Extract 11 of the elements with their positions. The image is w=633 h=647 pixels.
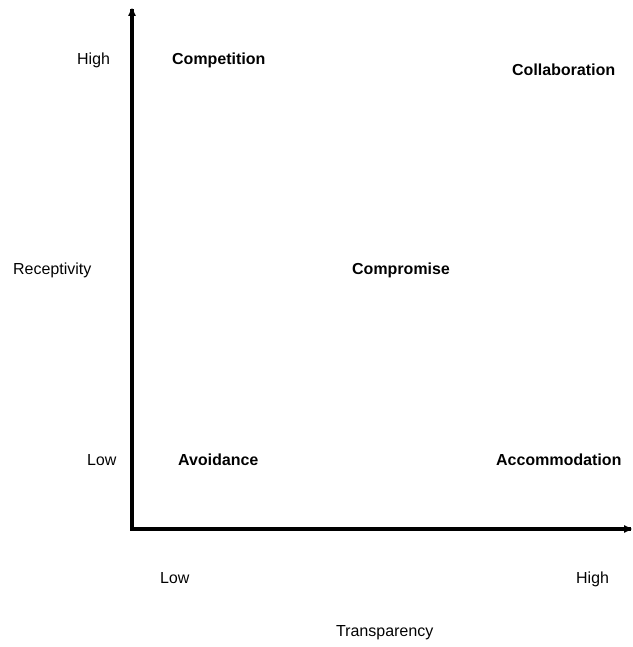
axis-title: Transparency bbox=[336, 623, 434, 641]
quadrant-label: Competition bbox=[172, 51, 266, 69]
axis-title: Receptivity bbox=[13, 261, 92, 279]
axis-tick-label: High bbox=[576, 570, 609, 588]
quadrant-label: Avoidance bbox=[178, 452, 258, 470]
axis-tick-label: Low bbox=[160, 570, 190, 588]
quadrant-label: Compromise bbox=[352, 261, 450, 279]
axis-tick-label: High bbox=[77, 51, 110, 69]
quadrant-label: Accommodation bbox=[496, 452, 622, 470]
axis-tick-label: Low bbox=[87, 452, 116, 470]
quadrant-label: Collaboration bbox=[512, 62, 616, 80]
